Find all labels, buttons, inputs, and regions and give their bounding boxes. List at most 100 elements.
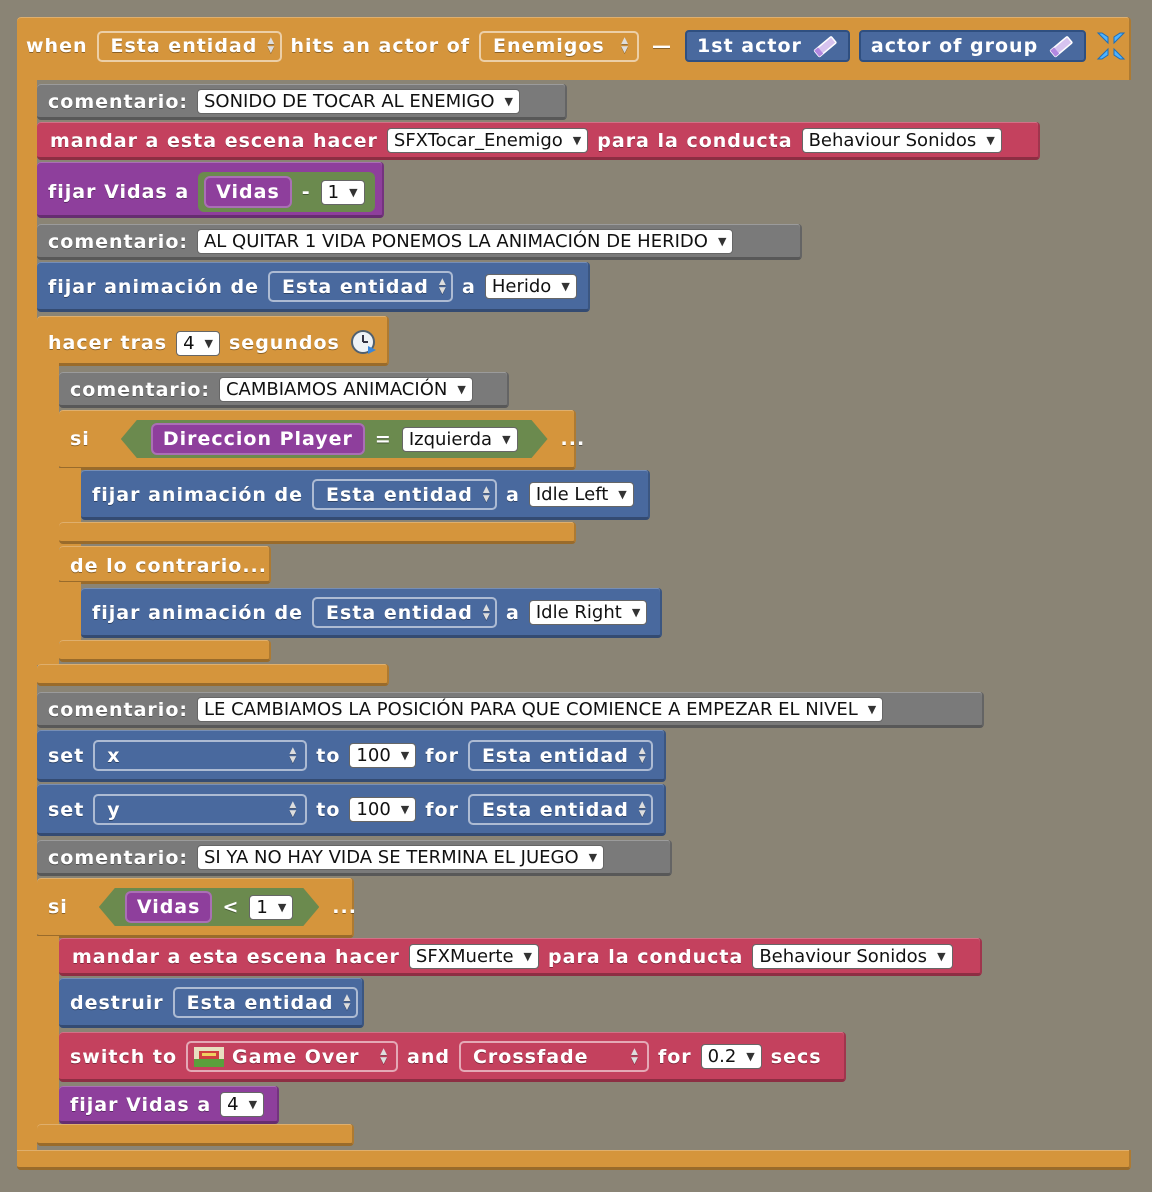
comment-text: SI YA NO HAY VIDA SE TERMINA EL JUEGO xyxy=(203,847,579,868)
animation-dropdown[interactable]: Herido▼ xyxy=(484,274,577,299)
set-label: set xyxy=(48,798,85,821)
comment-label: comentario: xyxy=(48,230,188,253)
group-value: Enemigos xyxy=(493,35,605,57)
chevron-down-icon: ▼ xyxy=(400,803,410,816)
compare-value-dropdown[interactable]: 1▼ xyxy=(249,895,293,920)
and-label: and xyxy=(407,1045,450,1068)
comment-dropdown[interactable]: AL QUITAR 1 VIDA PONEMOS LA ANIMACIÓN DE… xyxy=(196,229,734,254)
behaviour-value: Behaviour Sonidos xyxy=(759,946,928,967)
to-label: a xyxy=(462,275,476,298)
position-value-dropdown[interactable]: 100▼ xyxy=(349,743,417,768)
chevron-down-icon: ▼ xyxy=(349,185,358,199)
event-footer xyxy=(17,1150,1131,1170)
scene-value: Game Over xyxy=(232,1045,360,1068)
set-y-row: set y▲▼ to 100 ▼ for Esta entidad ▲▼ xyxy=(48,794,653,825)
property-selector[interactable]: y▲▼ xyxy=(93,794,308,825)
compare-value-dropdown[interactable]: Izquierda▼ xyxy=(402,427,518,452)
chevron-down-icon: ▼ xyxy=(502,432,511,446)
chevron-down-icon: ▼ xyxy=(523,950,533,963)
send-message-row: mandar a esta escena hacer SFXMuerte▼ pa… xyxy=(72,944,953,969)
comment-row: comentario: LE CAMBIAMOS LA POSICIÓN PAR… xyxy=(48,697,884,722)
animation-dropdown[interactable]: Idle Right▼ xyxy=(528,600,648,625)
destroy-label: destruir xyxy=(70,991,164,1014)
property-selector[interactable]: x▲▼ xyxy=(93,740,308,771)
chevron-down-icon: ▼ xyxy=(457,383,466,396)
scene-value-group: Game Over xyxy=(194,1046,360,1068)
if-label: si xyxy=(48,896,68,918)
target-selector[interactable]: Esta entidad▲▼ xyxy=(268,271,454,302)
collapse-arrows-icon[interactable] xyxy=(1095,30,1127,62)
seconds-dropdown[interactable]: 4▼ xyxy=(176,330,220,356)
event-dropdown[interactable]: SFXMuerte▼ xyxy=(408,944,540,969)
for-label: for xyxy=(425,798,459,821)
chevron-down-icon: ▼ xyxy=(588,851,598,864)
target-selector[interactable]: Esta entidad▲▼ xyxy=(172,987,358,1018)
target-selector[interactable]: Esta entidad ▲▼ xyxy=(467,794,653,825)
behaviour-prefix: para la conducta xyxy=(548,945,744,968)
transition-selector[interactable]: Crossfade▲▼ xyxy=(458,1041,649,1072)
comment-text: LE CAMBIAMOS LA POSICIÓN PARA QUE COMIEN… xyxy=(203,699,858,720)
updown-icon: ▲▼ xyxy=(631,1046,639,1066)
set-animation-label: fijar animación de xyxy=(92,483,304,506)
vidas-variable[interactable]: Vidas xyxy=(125,891,213,923)
send-label: mandar a esta escena hacer xyxy=(50,129,378,152)
event-dropdown[interactable]: SFXTocar_Enemigo▼ xyxy=(386,128,589,153)
condition-less-than[interactable]: Vidas < 1▼ xyxy=(99,888,319,926)
for-label: for xyxy=(657,1045,692,1068)
updown-icon: ▲▼ xyxy=(638,799,647,819)
pencil-icon xyxy=(1050,36,1073,58)
set-x-row: set x▲▼ to 100▼ for Esta entidad▲▼ xyxy=(48,740,653,771)
subtract-value-dropdown[interactable]: 1▼ xyxy=(320,179,365,205)
minus-operator: - xyxy=(301,181,311,203)
lives-value-dropdown[interactable]: 4▼ xyxy=(220,1092,265,1117)
scene-selector[interactable]: Game Over ▲▼ xyxy=(186,1041,398,1072)
switch-scene-row: switch to Game Over ▲▼ and Crossfade▲▼ f… xyxy=(70,1041,822,1072)
to-label: to xyxy=(316,798,341,821)
animation-dropdown[interactable]: Idle Left▼ xyxy=(528,482,634,507)
more-conditions-button[interactable]: ... xyxy=(560,428,586,450)
condition-equals[interactable]: Direccion Player = Izquierda▼ xyxy=(121,420,548,458)
else-block[interactable] xyxy=(59,546,271,584)
duration-dropdown[interactable]: 0.2▼ xyxy=(700,1044,762,1069)
after-footer xyxy=(37,664,389,686)
destroy-block[interactable] xyxy=(59,978,364,1028)
comment-label: comentario: xyxy=(48,90,188,113)
first-actor-chip[interactable]: 1st actor xyxy=(685,30,850,62)
comment-label: comentario: xyxy=(48,698,188,721)
direccion-player-variable[interactable]: Direccion Player xyxy=(151,423,365,455)
comment-dropdown[interactable]: CAMBIAMOS ANIMACIÓN▼ xyxy=(218,377,473,402)
behaviour-dropdown[interactable]: Behaviour Sonidos▼ xyxy=(801,128,1002,153)
dash-label: — xyxy=(652,35,673,57)
group-selector[interactable]: Enemigos▲▼ xyxy=(479,30,640,62)
position-value: 100 xyxy=(356,799,391,820)
subtract-expression[interactable]: Vidas - 1▼ xyxy=(198,172,375,212)
behaviour-dropdown[interactable]: Behaviour Sonidos▼ xyxy=(752,944,953,969)
animation-value: Idle Right xyxy=(535,602,622,623)
comment-dropdown[interactable]: SONIDO DE TOCAR AL ENEMIGO▼ xyxy=(196,89,521,114)
comment-dropdown[interactable]: SI YA NO HAY VIDA SE TERMINA EL JUEGO ▼ xyxy=(196,845,605,870)
vidas-variable[interactable]: Vidas xyxy=(204,176,292,208)
target-value: Esta entidad xyxy=(481,798,629,821)
position-value-dropdown[interactable]: 100 ▼ xyxy=(349,797,417,822)
set-lives-label: fijar Vidas a xyxy=(48,181,190,203)
more-conditions-button[interactable]: ... xyxy=(332,896,357,918)
if-vidas-row: si Vidas < 1▼ ... xyxy=(48,888,357,926)
after-label: hacer tras xyxy=(48,332,168,354)
else-left-rail xyxy=(59,582,81,642)
equals-operator: = xyxy=(374,428,392,450)
actor-of-group-label: actor of group xyxy=(870,35,1039,57)
target-selector[interactable]: Esta entidad▲▼ xyxy=(312,479,498,510)
clock-icon[interactable] xyxy=(349,328,379,358)
target-selector[interactable]: Esta entidad▲▼ xyxy=(467,740,653,771)
seconds-value: 4 xyxy=(183,332,195,354)
target-selector[interactable]: Esta entidad▲▼ xyxy=(312,597,498,628)
comment-dropdown[interactable]: LE CAMBIAMOS LA POSICIÓN PARA QUE COMIEN… xyxy=(196,697,884,722)
actor-of-group-chip[interactable]: actor of group xyxy=(858,30,1087,62)
chevron-down-icon: ▼ xyxy=(504,95,514,108)
compare-value: 1 xyxy=(256,896,268,918)
to-label: a xyxy=(506,601,520,624)
for-label: for xyxy=(425,744,459,767)
subtract-value: 1 xyxy=(327,181,340,203)
subject-selector[interactable]: Esta entidad▲▼ xyxy=(96,30,282,62)
send-message-row: mandar a esta escena hacer SFXTocar_Enem… xyxy=(50,128,1002,153)
